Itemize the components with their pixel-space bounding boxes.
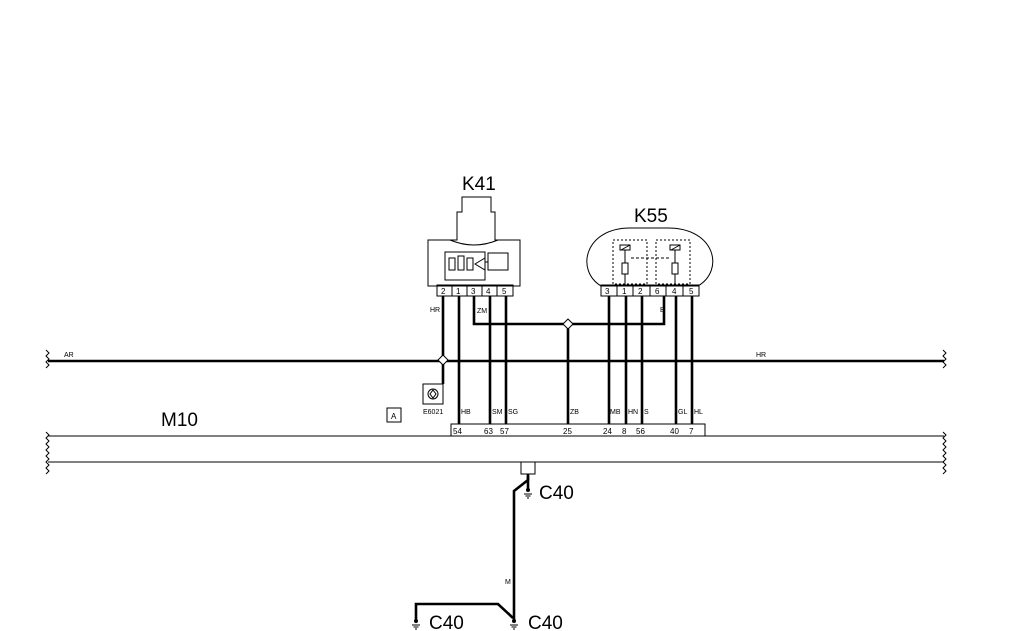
wire-label-hr: HR [430, 307, 440, 314]
k41-pin-4: 4 [486, 287, 491, 296]
box-a [386, 407, 402, 423]
e6021-label: E6021 [423, 409, 443, 416]
ground-network [414, 461, 536, 620]
wire-label-m: M [505, 579, 511, 586]
k41-label: K41 [462, 174, 496, 195]
m10-harness [45, 431, 947, 475]
ground-label-2: C40 [528, 613, 563, 631]
wire-label-sm: SM [492, 409, 503, 416]
wire-label-sg: SG [508, 409, 518, 416]
connector-pin-labels: 54 63 57 25 24 8 56 40 7 [453, 427, 694, 436]
k41-pin-3: 3 [471, 287, 476, 296]
k41-pin-labels: 2 1 3 4 5 [441, 287, 507, 296]
wire-label-hn: HN [628, 409, 638, 416]
splice-hr [437, 354, 449, 366]
k41-component [427, 196, 521, 297]
pin-63: 63 [484, 427, 493, 436]
k41-pin-1: 1 [456, 287, 461, 296]
pin-40: 40 [670, 427, 679, 436]
k55-component [586, 227, 714, 297]
k41-pin-5: 5 [502, 287, 507, 296]
pin-57: 57 [500, 427, 509, 436]
e6021-sensor [422, 383, 444, 405]
k55-pin-5: 5 [689, 287, 694, 296]
wire-label-ar: AR [64, 352, 74, 359]
pin-56: 56 [636, 427, 645, 436]
wire-labels: HR HB ZM SM SG ZB MB HN S B GL HL M [430, 307, 703, 586]
k55-pin-3: 3 [605, 287, 610, 296]
wires [441, 296, 694, 424]
box-a-label: A [391, 412, 397, 421]
ground-symbol-1 [524, 488, 532, 499]
splice-zb [562, 318, 574, 330]
ground-label-3: C40 [429, 613, 464, 631]
pin-8: 8 [622, 427, 627, 436]
wire-label-hl: HL [694, 409, 703, 416]
pin-25: 25 [563, 427, 572, 436]
k55-pin-4: 4 [672, 287, 677, 296]
wire-label-zm: ZM [477, 308, 487, 315]
k55-pin-labels: 3 1 2 6 4 5 [605, 287, 694, 296]
wire-label-hr-right: HR [756, 352, 766, 359]
wire-label-s: S [644, 409, 649, 416]
ground-symbol-3 [412, 619, 420, 630]
bus-line [45, 349, 947, 369]
ground-label-1: C40 [539, 483, 574, 504]
m10-connector [450, 423, 706, 437]
wire-label-b: B [660, 307, 665, 314]
m10-label: M10 [161, 410, 198, 431]
wire-label-zb: ZB [570, 409, 579, 416]
wire-label-gl: GL [678, 409, 687, 416]
k55-pin-2: 2 [638, 287, 643, 296]
k41-pin-2: 2 [441, 287, 446, 296]
wire-label-mb: MB [610, 409, 621, 416]
k55-pin-6: 6 [655, 287, 660, 296]
pin-7: 7 [689, 427, 694, 436]
pin-54: 54 [453, 427, 462, 436]
k55-label: K55 [634, 206, 668, 227]
wire-label-hb: HB [461, 409, 471, 416]
k55-pin-1: 1 [622, 287, 627, 296]
pin-24: 24 [603, 427, 612, 436]
ground-symbol-2 [510, 619, 518, 630]
